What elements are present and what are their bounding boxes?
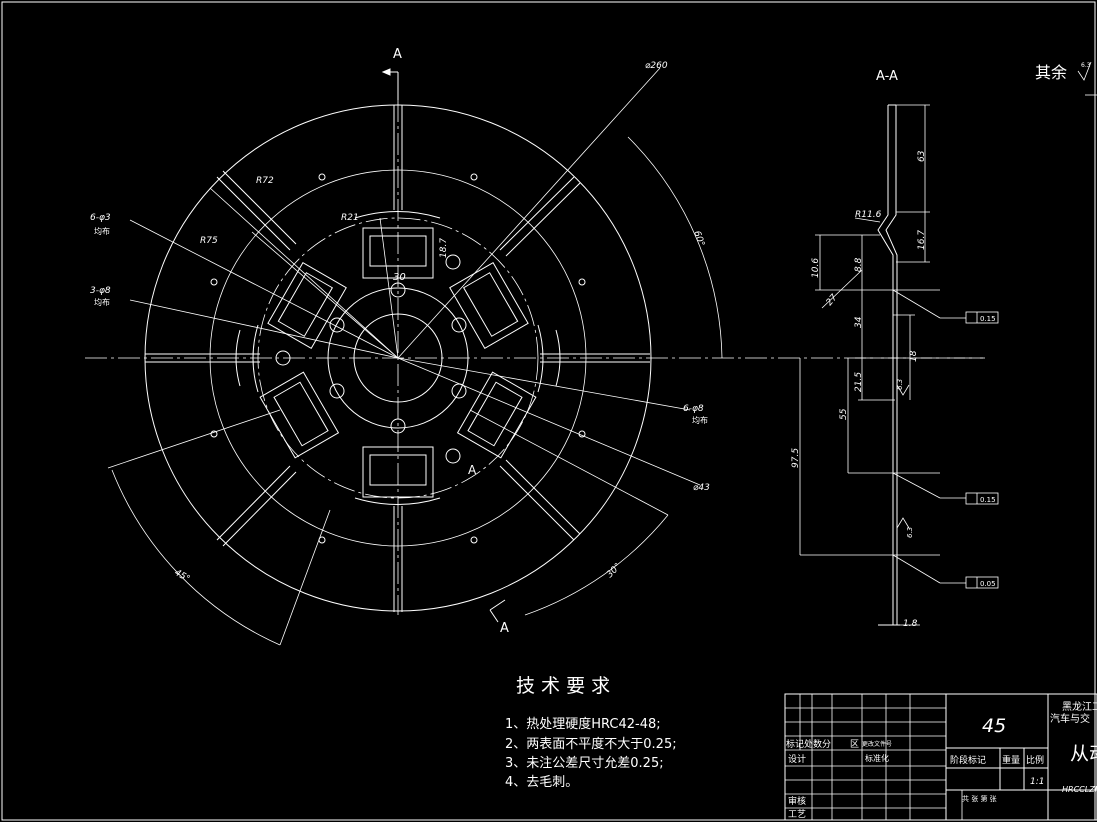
tb-reviewer: 审核: [788, 795, 806, 807]
dim-3-d8: 3-φ8: [90, 286, 111, 296]
dim-ang60: 60°: [691, 230, 706, 248]
angle-dimensions: [107, 136, 723, 646]
tb-weight: 重量: [1002, 754, 1020, 766]
dim-r11-6: R11.6: [855, 210, 882, 220]
surface-finish-symbol: [1077, 61, 1092, 81]
bore-circle: [353, 313, 443, 403]
dim-1-8: 1.8: [903, 619, 918, 629]
spring-windows: [259, 227, 537, 498]
tolerance-2: 0.15: [980, 496, 996, 504]
tb-scale-label: 比例: [1026, 754, 1044, 766]
tb-school: 黑龙江工: [1062, 700, 1097, 713]
radial-slots: [145, 105, 650, 612]
dim-r72: R72: [256, 176, 274, 186]
tolerance-3: 0.05: [980, 580, 996, 588]
tb-part-name: 从动: [1070, 743, 1097, 765]
tb-zone: 区: [850, 739, 859, 750]
tech-req-item-3: 3、未注公差尺寸允差0.25;: [505, 755, 664, 771]
dim-27: 27: [825, 293, 840, 308]
dim-34: 34: [854, 316, 864, 328]
dim-10-6: 10.6: [811, 258, 821, 278]
title-block: 45 黑龙江工 汽车与交 从动 标记处数分 区 更改文件号 设计 标准化 阶段标…: [784, 693, 1097, 821]
dim-ang30: 30°: [605, 562, 623, 580]
dim-ang45: 45°: [173, 568, 192, 585]
roughness-1: 6.3: [896, 379, 904, 390]
roughness-2: 6.3: [906, 527, 914, 538]
tech-requirements: 技 术 要 求 1、热处理硬度HRC42-48; 2、两表面不平度不大于0.25…: [505, 675, 677, 790]
section-label-top: A: [393, 47, 402, 62]
dim-h18-7: 18.7: [439, 238, 449, 258]
tb-stage-mark: 阶段标记: [950, 754, 986, 766]
surface-finish-note: 其余 6.3: [1035, 61, 1097, 96]
surface-finish-value: 6.3: [1081, 62, 1091, 69]
dim-6-d3-note: 均布: [94, 226, 110, 236]
section-marker: [381, 68, 506, 623]
tech-req-item-1: 1、热处理硬度HRC42-48;: [505, 716, 661, 732]
dim-63: 63: [917, 150, 927, 162]
dim-r75: R75: [200, 236, 218, 246]
dim-21-5: 21.5: [854, 372, 864, 392]
tb-change-doc: 更改文件号: [862, 740, 892, 748]
dim-8-8: 8.8: [854, 257, 864, 272]
pitch-circle-inner: [257, 217, 539, 499]
section-view-title: A-A: [876, 69, 898, 84]
dim-16-7: 16.7: [917, 230, 927, 250]
tb-process: 工艺: [788, 809, 806, 820]
tech-requirements-title: 技 术 要 求: [516, 675, 610, 697]
dim-w30: 30: [393, 272, 406, 283]
tb-scale-value: 1:1: [1030, 777, 1044, 787]
dim-18: 18: [909, 350, 919, 362]
tb-dept: 汽车与交: [1050, 712, 1090, 725]
arc-slots: [235, 211, 561, 505]
tb-drawing-no: HRCCLZHG: [1062, 785, 1097, 794]
section-label-mid: A: [468, 463, 477, 477]
tech-req-item-4: 4、去毛刺。: [505, 775, 578, 790]
dim-55: 55: [839, 408, 849, 420]
tolerance-frames: [965, 311, 999, 589]
pitch-circle-outer: [209, 169, 587, 547]
dim-6-d8-note: 均布: [692, 415, 708, 425]
tb-designer: 设计: [788, 753, 806, 765]
front-view: A A A ⌀260 ⌀43 R72 R75 R21 30 18.7 6-φ3 …: [85, 47, 985, 646]
tb-material: 45: [982, 715, 1006, 737]
tech-req-item-2: 2、两表面不平度不大于0.25;: [505, 736, 677, 752]
dim-3-d8-note: 均布: [94, 297, 110, 307]
tolerance-leaders: [892, 289, 966, 584]
outer-circle: [144, 104, 652, 612]
surface-finish-label: 其余: [1035, 63, 1067, 82]
dim-6-d3: 6-φ3: [90, 213, 111, 223]
roughness-symbols: [896, 384, 910, 529]
tb-sheets: 共 张 第 张: [962, 794, 997, 803]
dim-97-5: 97.5: [791, 448, 801, 468]
hub-circle: [327, 287, 469, 429]
tb-standardization: 标准化: [865, 753, 889, 763]
section-label-bottom: A: [500, 621, 509, 636]
section-profile: [877, 104, 900, 626]
tolerance-1: 0.15: [980, 315, 996, 323]
dim-d43: ⌀43: [693, 483, 710, 493]
dim-r21: R21: [341, 213, 359, 223]
tb-mark-row: 标记处数分: [786, 738, 831, 750]
section-dimension-lines: [799, 104, 940, 626]
dim-d260: ⌀260: [645, 61, 668, 71]
section-view: A-A: [791, 69, 999, 629]
leader-lines: [129, 67, 701, 486]
dim-6-d8: 6-φ8: [683, 404, 704, 414]
